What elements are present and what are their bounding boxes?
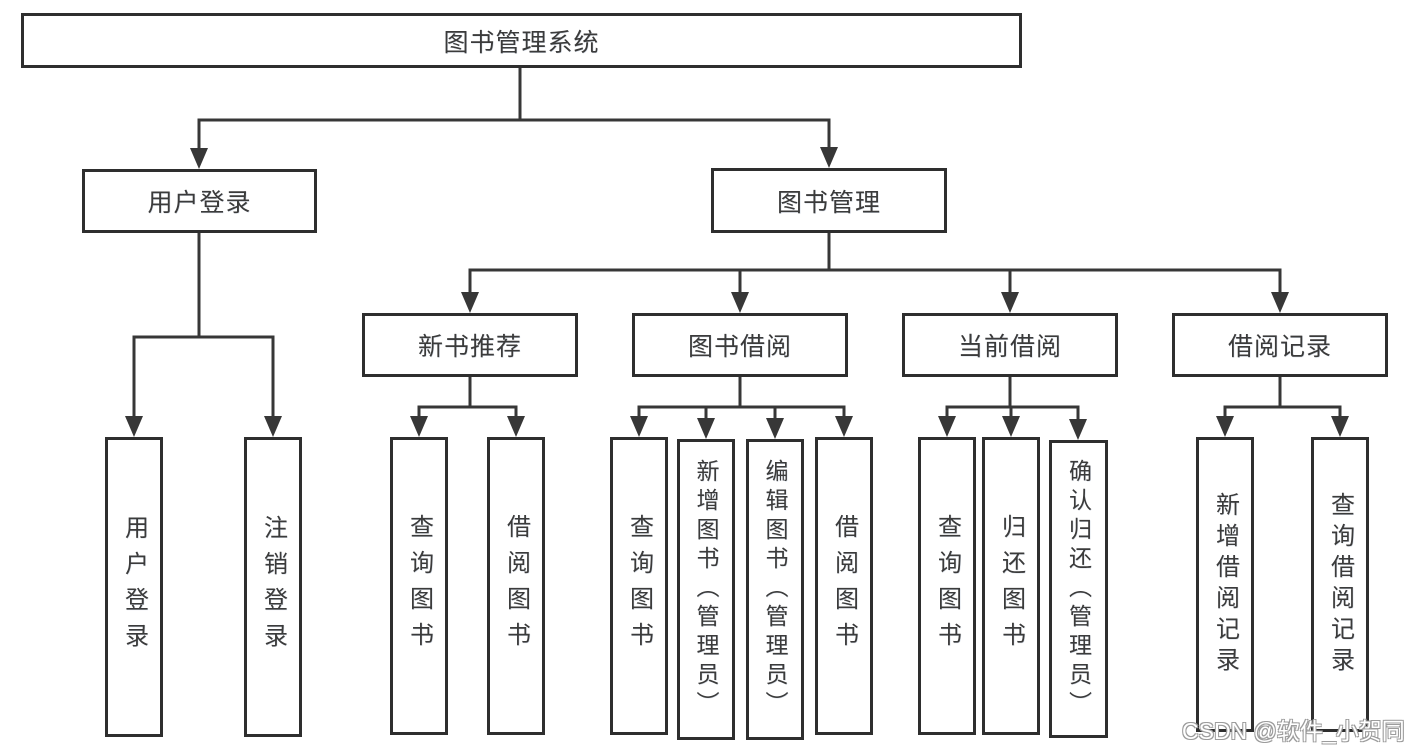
leaf-br-query-record: 查询借阅记录 bbox=[1311, 437, 1369, 732]
leaf-nbr-borrow-books: 借阅图书 bbox=[487, 437, 545, 735]
leaf-br-add-record-label: 新增借阅记录 bbox=[1211, 491, 1239, 678]
arrowhead-bb-add bbox=[697, 418, 715, 439]
node-book-borrow: 图书借阅 bbox=[632, 313, 848, 377]
node-book-management-label: 图书管理 bbox=[776, 188, 881, 217]
arrowhead-br-add bbox=[1216, 416, 1234, 437]
node-library-management-system: 图书管理系统 bbox=[21, 13, 1022, 68]
leaf-bb-query-books-label: 查询图书 bbox=[625, 514, 653, 658]
connector-newbook-to-leaves bbox=[417, 377, 518, 421]
leaf-logout: 注销登录 bbox=[244, 437, 302, 737]
csdn-watermark: CSDN @软件_小贺同学 bbox=[1182, 718, 1405, 744]
leaf-logout-label: 注销登录 bbox=[259, 515, 287, 659]
leaf-bb-borrow-books-label: 借阅图书 bbox=[830, 514, 858, 658]
arrowhead-bookborrow-box bbox=[731, 292, 749, 313]
node-new-book-recommend: 新书推荐 bbox=[362, 313, 578, 377]
node-current-borrow: 当前借阅 bbox=[902, 313, 1118, 377]
leaf-bb-add-books-admin-label: 新增图书（管理员） bbox=[693, 459, 719, 720]
node-current-borrow-label: 当前借阅 bbox=[957, 333, 1062, 361]
arrowhead-leaf-user-login bbox=[125, 416, 143, 437]
arrowhead-bb-borrow bbox=[835, 416, 853, 437]
leaf-bb-query-books: 查询图书 bbox=[610, 437, 668, 735]
node-borrow-records: 借阅记录 bbox=[1172, 313, 1388, 377]
leaf-cb-query-books: 查询图书 bbox=[918, 437, 976, 735]
node-borrow-records-label: 借阅记录 bbox=[1227, 333, 1332, 361]
leaf-bb-edit-books-admin: 编辑图书（管理员） bbox=[746, 439, 804, 740]
arrowhead-user-login-box bbox=[190, 148, 208, 169]
arrowhead-leaf-logout bbox=[264, 416, 282, 437]
arrowhead-nbr-query bbox=[410, 416, 428, 437]
leaf-br-add-record: 新增借阅记录 bbox=[1196, 437, 1254, 732]
node-user-login: 用户登录 bbox=[82, 169, 317, 233]
node-library-management-system-label: 图书管理系统 bbox=[443, 28, 600, 57]
leaf-cb-confirm-return-admin-label: 确认归还（管理员） bbox=[1065, 458, 1092, 720]
leaf-bb-edit-books-admin-label: 编辑图书（管理员） bbox=[762, 459, 788, 720]
leaf-cb-query-books-label: 查询图书 bbox=[933, 514, 961, 658]
arrowhead-book-mgmt-box bbox=[820, 147, 838, 168]
leaf-nbr-borrow-books-label: 借阅图书 bbox=[502, 514, 530, 658]
leaf-bb-add-books-admin: 新增图书（管理员） bbox=[677, 439, 735, 740]
node-book-borrow-label: 图书借阅 bbox=[687, 333, 792, 361]
connector-root-to-level2 bbox=[197, 68, 831, 152]
arrowhead-records-box bbox=[1271, 292, 1289, 313]
arrowhead-bb-query bbox=[630, 416, 648, 437]
leaf-bb-borrow-books: 借阅图书 bbox=[815, 437, 873, 735]
arrowhead-newbook-box bbox=[461, 292, 479, 313]
node-new-book-recommend-label: 新书推荐 bbox=[417, 333, 522, 361]
connector-bookborrow-to-leaves bbox=[637, 377, 846, 423]
leaf-nbr-query-books-label: 查询图书 bbox=[405, 514, 433, 658]
leaf-br-query-record-label: 查询借阅记录 bbox=[1326, 491, 1354, 678]
connector-bookmgmt-to-level3 bbox=[468, 233, 1282, 297]
arrowhead-currentborrow-box bbox=[1001, 292, 1019, 313]
leaf-nbr-query-books: 查询图书 bbox=[390, 437, 448, 735]
connector-records-to-leaves bbox=[1223, 377, 1342, 421]
arrowhead-cb-confirm bbox=[1069, 419, 1087, 440]
arrowhead-br-query bbox=[1331, 416, 1349, 437]
arrowhead-bb-edit bbox=[766, 418, 784, 439]
leaf-cb-confirm-return-admin: 确认归还（管理员） bbox=[1049, 440, 1108, 738]
node-user-login-label: 用户登录 bbox=[147, 189, 252, 217]
connector-currentborrow-to-leaves bbox=[945, 377, 1080, 423]
connector-userlogin-to-leaves bbox=[132, 233, 275, 421]
arrowhead-cb-return bbox=[1002, 416, 1020, 437]
leaf-user-login: 用户登录 bbox=[105, 437, 163, 737]
leaf-cb-return-books-label: 归还图书 bbox=[997, 514, 1025, 658]
leaf-user-login-label: 用户登录 bbox=[120, 515, 148, 659]
leaf-cb-return-books: 归还图书 bbox=[982, 437, 1040, 735]
arrowhead-nbr-borrow bbox=[507, 416, 525, 437]
node-book-management: 图书管理 bbox=[711, 168, 947, 233]
arrowhead-cb-query bbox=[938, 416, 956, 437]
